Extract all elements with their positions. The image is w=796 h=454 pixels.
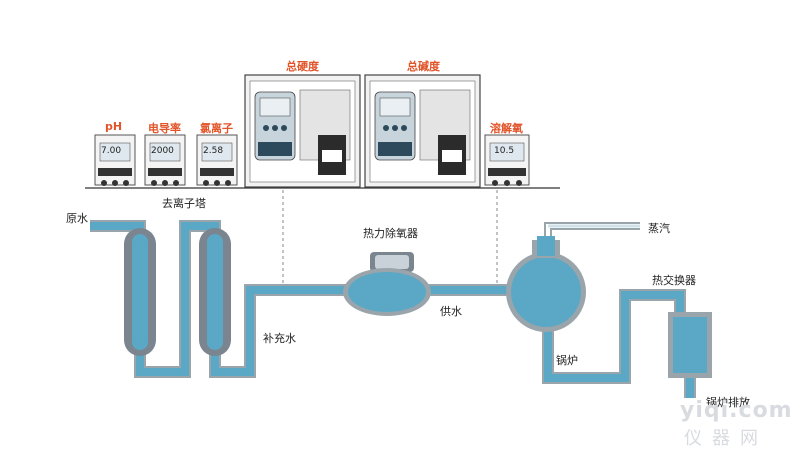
chlorine-reading: 2.58 [203, 146, 224, 156]
watermark-domain: yiqi.com [680, 398, 793, 423]
dissolved-oxygen-analyzer [484, 134, 530, 186]
chlorine-label: 氯离子 [200, 122, 233, 135]
dissolved-oxygen-reading: 10.5 [494, 146, 515, 156]
makeup-water-label: 补充水 [263, 332, 296, 345]
watermark-brand: 仪器网 [684, 428, 768, 449]
alkalinity-analyzer-cabinet [364, 74, 481, 188]
ph-reading: 7.00 [101, 146, 122, 156]
hardness-analyzer-cabinet [244, 74, 361, 188]
boiler-label: 锅炉 [556, 354, 578, 367]
boiler-vessel [506, 222, 640, 332]
alkalinity-label: 总碱度 [407, 60, 440, 73]
conductivity-analyzer [144, 134, 186, 186]
hardness-label: 总硬度 [286, 60, 319, 73]
blowdown-label: 锅炉排放 [706, 396, 750, 409]
dissolved-oxygen-label: 溶解氧 [490, 122, 523, 135]
heat-exchanger-label: 热交换器 [652, 274, 696, 287]
conductivity-reading: 2000 [151, 146, 174, 156]
ph-analyzer [94, 134, 136, 186]
ph-label: pH [105, 120, 123, 133]
deionization-tower-columns [124, 228, 231, 356]
heat-exchanger-unit [668, 312, 712, 378]
deaerator-label: 热力除氧器 [363, 227, 418, 240]
steam-label: 蒸汽 [648, 222, 670, 235]
chlorine-analyzer [196, 134, 238, 186]
deaerator-tank [343, 252, 431, 316]
conductivity-label: 电导率 [148, 122, 181, 135]
feed-water-label: 供水 [440, 305, 462, 318]
raw-water-label: 原水 [66, 212, 88, 225]
deionization-tower-label: 去离子塔 [162, 197, 206, 210]
